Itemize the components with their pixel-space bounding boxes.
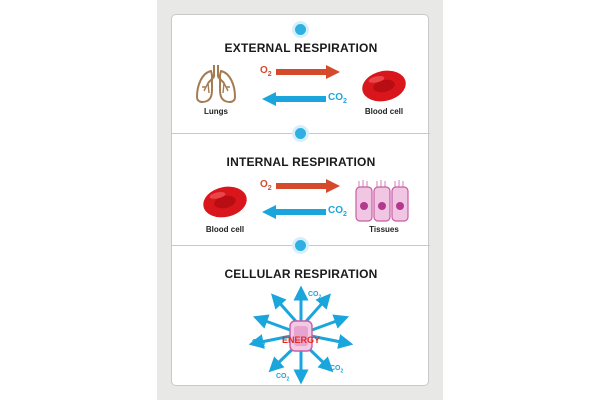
external-respiration-section: EXTERNAL RESPIRATION Lungs O2 CO2 Bl: [172, 15, 430, 133]
oxygen-arrow-right: [276, 65, 340, 79]
co2-arrow-left: [262, 205, 326, 219]
blood-cell-icon: [203, 186, 247, 218]
section-title: INTERNAL RESPIRATION: [226, 155, 376, 169]
co2-label: CO2: [276, 373, 290, 383]
blood-cell-label: Blood cell: [205, 225, 245, 234]
tissues-label: Tissues: [369, 225, 399, 234]
oxygen-arrow-right: [276, 179, 340, 193]
section-title: CELLULAR RESPIRATION: [224, 267, 378, 281]
co2-label: CO2: [252, 339, 266, 349]
respiration-infographic-card: EXTERNAL RESPIRATION Lungs O2 CO2 Bl: [171, 14, 430, 387]
blood-cell-icon: [362, 70, 406, 102]
co2-label: CO2: [308, 291, 322, 301]
tissues-icon: [355, 180, 409, 222]
co2-release-arrows: [248, 285, 354, 385]
cellular-respiration-section: CELLULAR RESPIRATION: [172, 237, 430, 387]
internal-respiration-section: INTERNAL RESPIRATION Blood cell O2 CO2: [172, 125, 430, 245]
section-title: EXTERNAL RESPIRATION: [224, 41, 378, 55]
co2-label: CO2: [330, 365, 344, 375]
co2-label: CO2: [328, 92, 347, 105]
energy-label: ENERGY: [281, 335, 320, 345]
lungs-icon: [195, 65, 237, 103]
oxygen-label: O2: [260, 65, 272, 78]
co2-label: CO2: [328, 205, 347, 218]
oxygen-label: O2: [260, 179, 272, 192]
blood-cell-label: Blood cell: [364, 107, 404, 116]
section-marker-dot: [292, 21, 309, 38]
co2-arrow-left: [262, 92, 326, 106]
lungs-label: Lungs: [204, 107, 228, 116]
section-marker-dot: [292, 125, 309, 142]
section-marker-dot: [292, 237, 309, 254]
